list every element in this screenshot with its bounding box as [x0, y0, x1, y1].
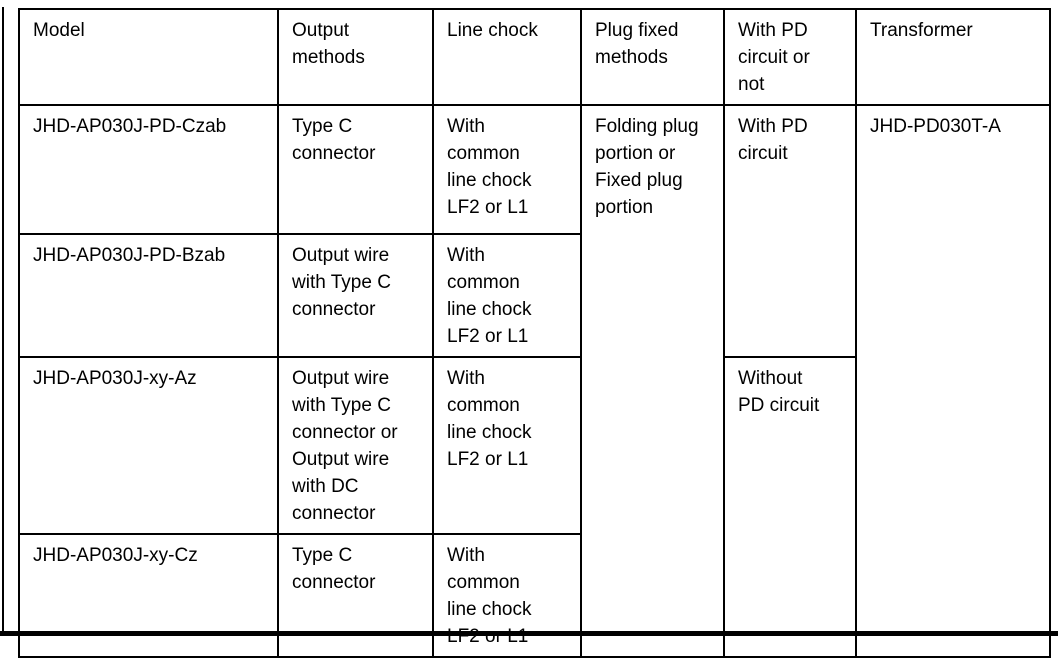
header-plug-fixed-methods: Plug fixed methods	[580, 8, 725, 106]
plug-fixed-methods-cell: Folding plug portion or Fixed plug porti…	[580, 104, 725, 658]
line-chock-cell: With common line chock LF2 or L1	[432, 104, 582, 235]
line-chock-cell: With common line chock LF2 or L1	[432, 533, 582, 658]
header-pd-circuit: With PD circuit or not	[723, 8, 857, 106]
model-cell: JHD-AP030J-xy-Az	[18, 356, 279, 535]
page-border-bottom	[0, 631, 1058, 636]
model-specification-table: Model Output methods Line chock Plug fix…	[18, 8, 1051, 658]
output-methods-cell: Output wire with Type C connector	[277, 233, 434, 358]
with-pd-circuit-cell: With PD circuit	[723, 104, 857, 358]
header-model: Model	[18, 8, 279, 106]
model-cell: JHD-AP030J-PD-Bzab	[18, 233, 279, 358]
line-chock-cell: With common line chock LF2 or L1	[432, 233, 582, 358]
header-line-chock: Line chock	[432, 8, 582, 106]
page-border-left	[2, 7, 4, 634]
transformer-cell: JHD-PD030T-A	[855, 104, 1051, 658]
table-row: JHD-AP030J-PD-Bzab Output wire with Type…	[18, 233, 1050, 358]
output-methods-cell: Type C connector	[277, 104, 434, 235]
without-pd-circuit-cell: Without PD circuit	[723, 356, 857, 658]
output-methods-cell: Type C connector	[277, 533, 434, 658]
output-methods-cell: Output wire with Type C connector or Out…	[277, 356, 434, 535]
header-transformer: Transformer	[855, 8, 1051, 106]
model-cell: JHD-AP030J-PD-Czab	[18, 104, 279, 235]
line-chock-cell: With common line chock LF2 or L1	[432, 356, 582, 535]
header-row: Model Output methods Line chock Plug fix…	[18, 8, 1051, 106]
model-cell: JHD-AP030J-xy-Cz	[18, 533, 279, 658]
table-row: JHD-AP030J-PD-Czab Type C connector With…	[18, 104, 1051, 658]
header-output-methods: Output methods	[277, 8, 434, 106]
